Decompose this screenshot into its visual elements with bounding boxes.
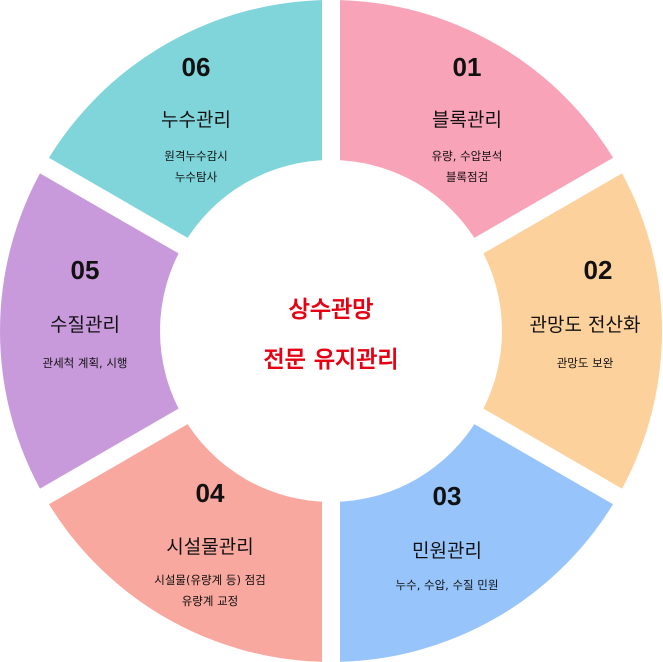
- segment-05-title: 수질관리: [50, 314, 120, 336]
- segment-05-detail: 관세척 계획, 시행: [42, 353, 127, 374]
- segment-01-detail: 유량, 수압분석 블록점검: [432, 146, 503, 188]
- segment-04-number: 04: [195, 478, 225, 508]
- center-title-line1: 상수관망: [288, 297, 374, 323]
- center-title-line2: 전문 유지관리: [263, 347, 399, 373]
- segment-02-number: 02: [583, 255, 613, 285]
- segment-03-title: 민원관리: [412, 540, 482, 562]
- segment-gap: [326, 323, 631, 510]
- segment-gap: [31, 323, 336, 510]
- segment-03-detail: 누수, 수압, 수질 민원: [396, 575, 499, 596]
- segment-06-detail-line: 누수탐사: [174, 170, 218, 184]
- segment-gap: [31, 152, 336, 339]
- segment-02-detail: 관망도 보완: [557, 353, 614, 374]
- segment-05: [0, 165, 183, 497]
- segment-01-title: 블록관리: [432, 109, 502, 131]
- segment-03-detail-line: 누수, 수압, 수질 민원: [395, 578, 499, 592]
- segment-05-number: 05: [70, 255, 100, 285]
- segment-04-title: 시설물관리: [166, 536, 254, 558]
- segment-05-detail-line: 관세척 계획, 시행: [42, 356, 128, 370]
- segment-04-detail-line: 시설물(유량계 등) 점검: [154, 573, 266, 587]
- segment-06-detail: 원격누수감시 누수탐사: [164, 146, 227, 188]
- segment-02-title: 관망도 전산화: [529, 314, 641, 336]
- segment-04-detail-line: 유량계 교정: [181, 594, 239, 608]
- segment-02: [479, 165, 662, 497]
- segment-04: [44, 416, 332, 662]
- segment-04-detail: 시설물(유량계 등) 점검 유량계 교정: [154, 570, 266, 612]
- segment-06: [44, 0, 332, 246]
- segment-03: [331, 416, 618, 662]
- segment-03-number: 03: [432, 481, 462, 511]
- segment-02-detail-line: 관망도 보완: [556, 356, 614, 370]
- segment-06-number: 06: [181, 52, 211, 82]
- segment-06-detail-line: 원격누수감시: [164, 149, 228, 163]
- segment-01-detail-line: 블록점검: [445, 170, 489, 184]
- segment-01-detail-line: 유량, 수압분석: [431, 149, 503, 163]
- segment-01: [331, 0, 618, 246]
- segment-01-number: 01: [452, 52, 482, 82]
- segment-06-title: 누수관리: [161, 109, 231, 131]
- segment-gap: [326, 152, 631, 339]
